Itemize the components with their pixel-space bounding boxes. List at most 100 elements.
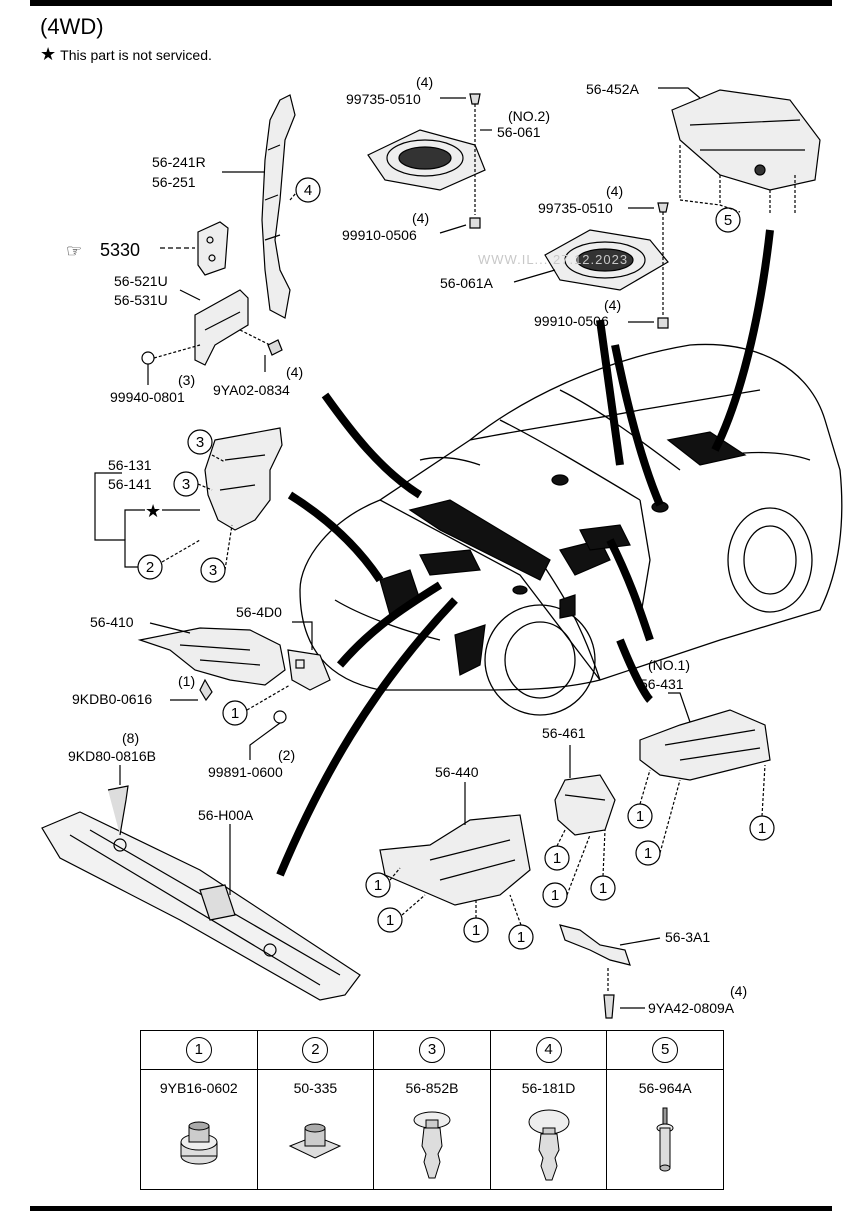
label-56-241R: 56-241R (152, 154, 206, 170)
svg-text:1: 1 (553, 850, 561, 867)
not-serviced-note: ★This part is not serviced. (40, 44, 212, 65)
label-56-531U: 56-531U (114, 292, 168, 308)
part-56-061A (544, 229, 669, 291)
legend-part-cell: 56-964A (606, 1069, 724, 1190)
label-qty: (8) (122, 730, 139, 746)
svg-text:4: 4 (304, 182, 312, 199)
part-56-410 (137, 627, 286, 686)
screw-99735-b (657, 202, 669, 213)
label-qty: (4) (604, 297, 621, 313)
watermark: WWW.IL... 27.12.2023 (478, 252, 629, 267)
legend-code: 56-964A (638, 1080, 692, 1096)
label-qty: (4) (412, 210, 429, 226)
svg-text:1: 1 (231, 705, 239, 722)
star-icon: ★ (40, 44, 57, 64)
legend-number-cell: 4 (489, 1030, 608, 1070)
label-qty: (4) (416, 74, 433, 90)
car-body-illustration (299, 343, 843, 716)
legend-number: 2 (302, 1037, 329, 1063)
part-56-452A (671, 89, 821, 191)
part-56-431 (639, 709, 771, 781)
label-56-141: 56-141 (108, 476, 152, 492)
label-qty: (1) (178, 673, 195, 689)
label-9KDB0-0616: 9KDB0-0616 (72, 691, 152, 707)
label-99910-0506-a: 99910-0506 (342, 227, 417, 243)
label-9YA42-0809A: 9YA42-0809A (648, 1000, 735, 1016)
location-pointers (276, 229, 774, 877)
part-56-241R (261, 94, 296, 319)
callout-circle-1c (377, 907, 403, 933)
fastener-legend-table: 1 2 3 4 5 9YB16-0602 50-335 56-852B (140, 1030, 724, 1190)
label-56-061: 56-061 (497, 124, 541, 140)
part-56-H00A (41, 811, 361, 1001)
legend-part-cell: 56-852B (373, 1069, 491, 1190)
label-56-H00A: 56-H00A (198, 807, 254, 823)
legend-number: 4 (535, 1037, 562, 1063)
legend-part-cell: 56-181D (489, 1069, 608, 1190)
label-56-061A: 56-061A (440, 275, 494, 291)
legend-number: 1 (185, 1037, 212, 1063)
bolt-9KDB0 (199, 678, 213, 702)
diagram-title: (4WD) (40, 14, 104, 39)
callout-circle-1b (365, 872, 391, 898)
part-56-521U (194, 289, 249, 366)
label-99735-0510-b: 99735-0510 (538, 200, 613, 216)
not-serviced-star-icon: ★ (145, 501, 161, 521)
part-56-4D0 (287, 649, 331, 691)
label-56-410: 56-410 (90, 614, 134, 630)
legend-number-cell: 1 (140, 1030, 258, 1070)
svg-text:1: 1 (517, 929, 525, 946)
label-5330: 5330 (100, 240, 140, 260)
push-rivet-icon (413, 1111, 451, 1179)
callout-circle-4a (295, 177, 321, 203)
nut-99940 (141, 351, 155, 365)
label-99891-0600: 99891-0600 (208, 764, 283, 780)
svg-text:1: 1 (374, 877, 382, 894)
legend-parts-row: 9YB16-0602 50-335 56-852B (140, 1069, 724, 1190)
nut-part-icon (180, 1121, 218, 1165)
hand-pointer-icon: ☞ (66, 241, 82, 261)
label-9KD80-0816B: 9KD80-0816B (68, 748, 156, 764)
screw-99735-a (469, 93, 481, 105)
label-56-4D0: 56-4D0 (236, 604, 282, 620)
callout-circle-1a (222, 700, 248, 726)
label-99940-0801: 99940-0801 (110, 389, 185, 405)
legend-number-cell: 5 (606, 1030, 724, 1070)
legend-code: 56-181D (521, 1080, 576, 1096)
legend-code: 9YB16-0602 (159, 1080, 238, 1096)
legend-number: 3 (418, 1037, 445, 1063)
note-text: This part is not serviced. (60, 47, 212, 63)
legend-number: 5 (652, 1037, 679, 1063)
part-56-3A1 (559, 924, 631, 966)
label-qty: (2) (278, 747, 295, 763)
callout-numbers: 4 3 3 2 3 1 1 1 1 1 1 1 1 1 1 1 5 (146, 182, 766, 946)
bolt-9KD80 (107, 785, 129, 836)
svg-text:1: 1 (551, 887, 559, 904)
part-56-440 (379, 814, 531, 906)
legend-code: 56-852B (405, 1080, 459, 1096)
label-qty: (4) (286, 364, 303, 380)
legend-part-cell: 50-335 (256, 1069, 375, 1190)
label-56-131: 56-131 (108, 457, 152, 473)
legend-part-cell: 9YB16-0602 (140, 1069, 258, 1190)
label-9YA02-0834: 9YA02-0834 (213, 382, 290, 398)
label-no2: (NO.2) (508, 108, 550, 124)
label-qty: (4) (730, 983, 747, 999)
clip-part-icon (289, 1123, 342, 1159)
callout-circle-3a (187, 429, 213, 455)
label-qty: (3) (178, 372, 195, 388)
legend-code: 50-335 (293, 1080, 338, 1096)
label-56-251: 56-251 (152, 174, 196, 190)
svg-text:3: 3 (196, 434, 204, 451)
svg-text:1: 1 (599, 880, 607, 897)
part-5330-bracket (197, 221, 229, 276)
car-highlighted-parts (379, 431, 747, 676)
callout-circle-5 (715, 207, 741, 233)
part-56-131 (204, 427, 283, 531)
part-56-061 (367, 129, 486, 191)
part-56-461 (554, 774, 616, 836)
part-labels: (4) 99735-0510 (NO.2) 56-061 (4) 99910-0… (66, 74, 747, 1016)
mushroom-rivet-icon (528, 1109, 570, 1181)
label-56-521U: 56-521U (114, 273, 168, 289)
